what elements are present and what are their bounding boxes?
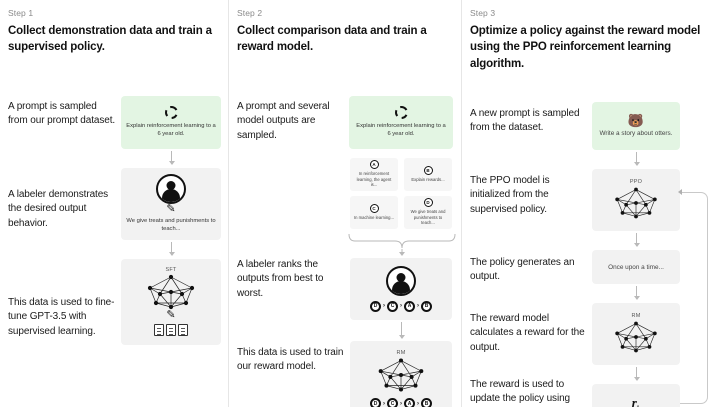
step-1-caption-3: This data is used to fine-tune GPT-3.5 w… — [8, 296, 115, 337]
otter-icon: 🐻 — [627, 112, 645, 128]
rank-badge-3: A — [404, 300, 415, 312]
reward-symbol-base: r — [631, 395, 637, 407]
step-3-title: Optimize a policy against the reward mod… — [470, 25, 701, 70]
step-2-prompt-text: Explain reinforcement learning to a 6 ye… — [356, 122, 446, 137]
rank-badge-2: C — [387, 300, 398, 312]
step-2-rm-node[interactable]: RM — [350, 340, 452, 407]
rank-separator: › — [400, 303, 402, 310]
loading-ring-icon — [394, 105, 408, 119]
badge-b: B — [423, 165, 433, 175]
step-3-prompt-node[interactable]: 🐻 Write a story about otters. — [592, 101, 680, 150]
step-2-prompt-node[interactable]: Explain reinforcement learning to a 6 ye… — [349, 95, 453, 149]
step-1-arrow-2 — [168, 241, 175, 256]
step-3-ppo-node[interactable]: PPO — [592, 168, 680, 231]
step-1-labeler-node[interactable]: ✎ We give treats and punishments to teac… — [121, 167, 221, 240]
neural-network-icon — [147, 275, 195, 310]
person-icon — [156, 173, 186, 204]
rank-separator: › — [417, 400, 419, 407]
pen-icon: ✎ — [166, 202, 176, 215]
neural-network-icon — [378, 358, 424, 392]
step-2-output-d[interactable]: D We give treats and punishments to teac… — [404, 195, 452, 229]
badge-d: D — [423, 198, 433, 208]
step-2-output-d-text: We give treats and punishments to teach.… — [410, 209, 446, 226]
step-2-brace — [348, 233, 456, 256]
step-2-output-c-text: In machine learning... — [353, 214, 395, 220]
step-3-arrow-3 — [633, 285, 640, 300]
step-2-output-a-text: In reinforcement learning, the agent is.… — [356, 171, 392, 188]
step-2-caption-3: This data is used to train our reward mo… — [237, 346, 344, 373]
rank-badge-2: C — [387, 398, 398, 407]
step-3-caption-1: A new prompt is sampled from the dataset… — [470, 107, 580, 134]
document-icon — [166, 324, 176, 337]
step-2-output-c[interactable]: C In machine learning... — [350, 195, 398, 229]
step-1-labeler-text: We give treats and punishments to teach.… — [126, 217, 216, 232]
step-3-rm-label: RM — [631, 313, 641, 320]
step-3-caption-5: The reward is used to update the policy … — [470, 378, 570, 405]
step-2-label: Step 2 — [237, 8, 263, 18]
reward-symbol-subscript: k — [637, 405, 641, 407]
step-3-output-node[interactable]: Once upon a time... — [592, 249, 680, 284]
rank-separator: › — [383, 303, 385, 310]
step-3-feedback-arrowhead — [678, 188, 682, 195]
step-3-output-text: Once upon a time... — [608, 264, 664, 272]
step-3-caption-4: The reward model calculates a reward for… — [470, 312, 585, 353]
rank-separator: › — [383, 400, 385, 407]
step-2-rm-label: RM — [396, 350, 406, 357]
step-2-ranking-row: D › C › A › B — [370, 300, 432, 312]
step-3-label: Step 3 — [470, 8, 496, 18]
step-1-prompt-node[interactable]: Explain reinforcement learning to a 6 ye… — [121, 95, 221, 149]
rank-badge-3: A — [404, 398, 415, 407]
pen-icon: ✎ — [166, 309, 176, 322]
step-3-column: Step 3 Optimize a policy against the rew… — [461, 0, 720, 407]
step-3-ppo-label: PPO — [629, 179, 643, 186]
step-2-column: Step 2 Collect comparison data and train… — [228, 0, 461, 407]
step-3-arrow-4 — [633, 366, 640, 381]
step-1-label: Step 1 — [8, 8, 34, 18]
document-icon — [178, 324, 188, 337]
step-2-output-b-text: Explain rewards... — [411, 176, 445, 182]
step-3-arrow-1 — [633, 151, 640, 166]
rank-separator: › — [400, 400, 402, 407]
step-1-sft-label: SFT — [165, 267, 177, 274]
badge-a: A — [369, 160, 379, 170]
step-1-arrow-1 — [168, 150, 175, 165]
neural-network-icon — [615, 188, 657, 219]
step-2-output-b[interactable]: B Explain rewards... — [404, 157, 452, 191]
step-2-title: Collect comparison data and train a rewa… — [237, 25, 427, 54]
person-icon — [386, 265, 416, 296]
rank-separator: › — [417, 303, 419, 310]
step-3-reward-node[interactable]: rk — [592, 383, 680, 407]
step-3-prompt-text: Write a story about otters. — [599, 129, 673, 137]
step-3-feedback-loop — [680, 191, 708, 404]
step-2-rm-ranking-row: D › C › A › B — [370, 398, 432, 407]
documents-icon-group — [154, 324, 188, 337]
neural-network-icon — [615, 322, 657, 353]
step-2-caption-2: A labeler ranks the outputs from best to… — [237, 258, 324, 299]
badge-c: C — [369, 203, 379, 213]
rank-badge-4: B — [421, 398, 432, 407]
step-3-arrow-2 — [633, 232, 640, 247]
step-1-caption-2: A labeler demonstrates the desired outpu… — [8, 188, 109, 229]
step-1-caption-1: A prompt is sampled from our prompt data… — [8, 100, 116, 127]
rank-badge-1: D — [370, 300, 381, 312]
rank-badge-4: B — [421, 300, 432, 312]
step-3-caption-3: The policy generates an output. — [470, 256, 575, 283]
reward-symbol-icon: rk — [632, 395, 641, 407]
step-1-column: Step 1 Collect demonstration data and tr… — [0, 0, 228, 407]
document-icon — [154, 324, 164, 337]
step-1-prompt-text: Explain reinforcement learning to a 6 ye… — [126, 122, 216, 137]
step-1-sft-node[interactable]: SFT — [121, 258, 221, 345]
loading-ring-icon — [164, 105, 178, 119]
step-3-rm-node[interactable]: RM — [592, 302, 680, 365]
step-1-title: Collect demonstration data and train a s… — [8, 25, 212, 54]
step-3-caption-2: The PPO model is initialized from the su… — [470, 174, 550, 215]
step-2-output-a[interactable]: A In reinforcement learning, the agent i… — [350, 157, 398, 191]
step-2-caption-1: A prompt and several model outputs are s… — [237, 100, 330, 141]
step-2-arrow-1 — [398, 321, 405, 339]
rank-badge-1: D — [370, 398, 381, 407]
step-2-ranker-node[interactable]: D › C › A › B — [350, 257, 452, 320]
